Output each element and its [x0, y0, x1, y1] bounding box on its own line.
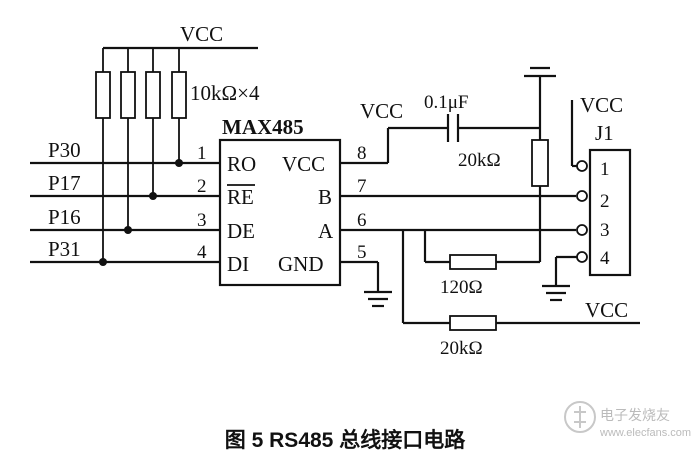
- connector-pin-circle: [576, 224, 588, 236]
- pullup-a-network: VCC 20kΩ: [401, 230, 640, 359]
- max485-chip: MAX485 1 2 3 4 RO RE DE DI VCC B A GND 8…: [197, 115, 367, 287]
- net-label-p16: P16: [48, 205, 81, 229]
- termination-label: 120Ω: [440, 277, 483, 298]
- connector-pin-circle: [576, 160, 588, 172]
- pin-name-re: RE: [227, 185, 254, 209]
- pin-number-8: 8: [357, 143, 367, 164]
- junction-dot: [124, 226, 132, 234]
- pullup-supply-label: VCC: [180, 22, 223, 46]
- chip-name: MAX485: [222, 115, 304, 139]
- connector-pin-3: 3: [600, 220, 610, 241]
- resistor-20k-b-label: 20kΩ: [458, 150, 501, 171]
- chip-ground: [340, 260, 392, 308]
- vcc-decoupling: VCC 0.1μF: [340, 92, 540, 165]
- pin-number-3: 3: [197, 210, 207, 231]
- junction-dot: [149, 192, 157, 200]
- watermark-logo-icon: [564, 401, 596, 433]
- pullup-a-supply-label: VCC: [585, 298, 628, 322]
- pin-number-6: 6: [357, 210, 367, 231]
- watermark-url: www.elecfans.com: [599, 427, 691, 439]
- connector-supply-label: VCC: [580, 93, 623, 117]
- pin-number-7: 7: [357, 176, 367, 197]
- mcu-port-lines: P30 P17 P16 P31: [30, 138, 220, 266]
- capacitor-label: 0.1μF: [424, 92, 469, 113]
- pin-name-b: B: [318, 185, 332, 209]
- junction-dot: [99, 258, 107, 266]
- net-label-p31: P31: [48, 237, 81, 261]
- pin-name-ro: RO: [227, 152, 256, 176]
- watermark-text: 电子发烧友: [600, 407, 670, 423]
- vcc-chip-label: VCC: [360, 99, 403, 123]
- pullup-b-network: 20kΩ: [458, 66, 556, 262]
- connector-name: J1: [595, 121, 614, 145]
- connector-pin-1: 1: [600, 159, 610, 180]
- connector-pin-4: 4: [600, 248, 610, 269]
- pin-number-4: 4: [197, 242, 207, 263]
- bus-lines: [340, 194, 576, 232]
- net-label-p30: P30: [48, 138, 81, 162]
- figure-caption: 图 5 RS485 总线接口电路: [225, 428, 466, 452]
- net-label-p17: P17: [48, 171, 81, 195]
- pullup-resistor-bank: VCC 10kΩ×4: [95, 22, 260, 262]
- pullup-resistor-label: 10kΩ×4: [190, 81, 260, 105]
- pin-name-de: DE: [227, 219, 255, 243]
- pin-name-gnd: GND: [278, 252, 324, 276]
- pin-number-5: 5: [357, 242, 367, 263]
- termination-resistor: 120Ω: [423, 230, 540, 298]
- junction-dot: [175, 159, 183, 167]
- connector-pin-2: 2: [600, 191, 610, 212]
- j1-connector: J1 1 2 3 4 VCC: [542, 93, 632, 302]
- pin-name-di: DI: [227, 252, 249, 276]
- pin-name-a: A: [318, 219, 334, 243]
- pin-name-vcc: VCC: [282, 152, 325, 176]
- connector-pin-circle: [576, 251, 588, 263]
- pin-number-1: 1: [197, 143, 207, 164]
- watermark: 电子发烧友 www.elecfans.com: [564, 401, 691, 439]
- resistor-20k-a-label: 20kΩ: [440, 338, 483, 359]
- pin-number-2: 2: [197, 176, 207, 197]
- connector-pin-circle: [576, 190, 588, 202]
